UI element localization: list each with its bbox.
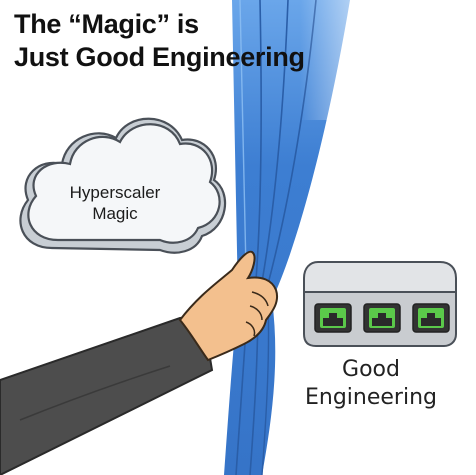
headline-line-2: Just Good Engineering: [14, 42, 305, 72]
hardware-label-line-2: Engineering: [305, 385, 437, 410]
cloud-label-line-2: Magic: [92, 204, 138, 223]
network-switch-icon: [303, 261, 457, 347]
hand: [178, 250, 278, 362]
hardware-label: Good Engineering: [296, 356, 446, 412]
headline-line-1: The “Magic” is: [14, 9, 199, 39]
cloud-icon: [19, 117, 227, 254]
ethernet-port-icon: [314, 303, 352, 333]
cloud-label: Hyperscaler Magic: [40, 182, 190, 224]
cloud-label-line-1: Hyperscaler: [69, 183, 161, 202]
ethernet-port-icon: [363, 303, 401, 333]
ethernet-port-icon: [412, 303, 450, 333]
arm-sleeve: [0, 316, 214, 475]
headline: The “Magic” is Just Good Engineering: [14, 8, 305, 74]
hardware-label-line-1: Good: [342, 357, 400, 382]
curtain: [224, 0, 390, 475]
